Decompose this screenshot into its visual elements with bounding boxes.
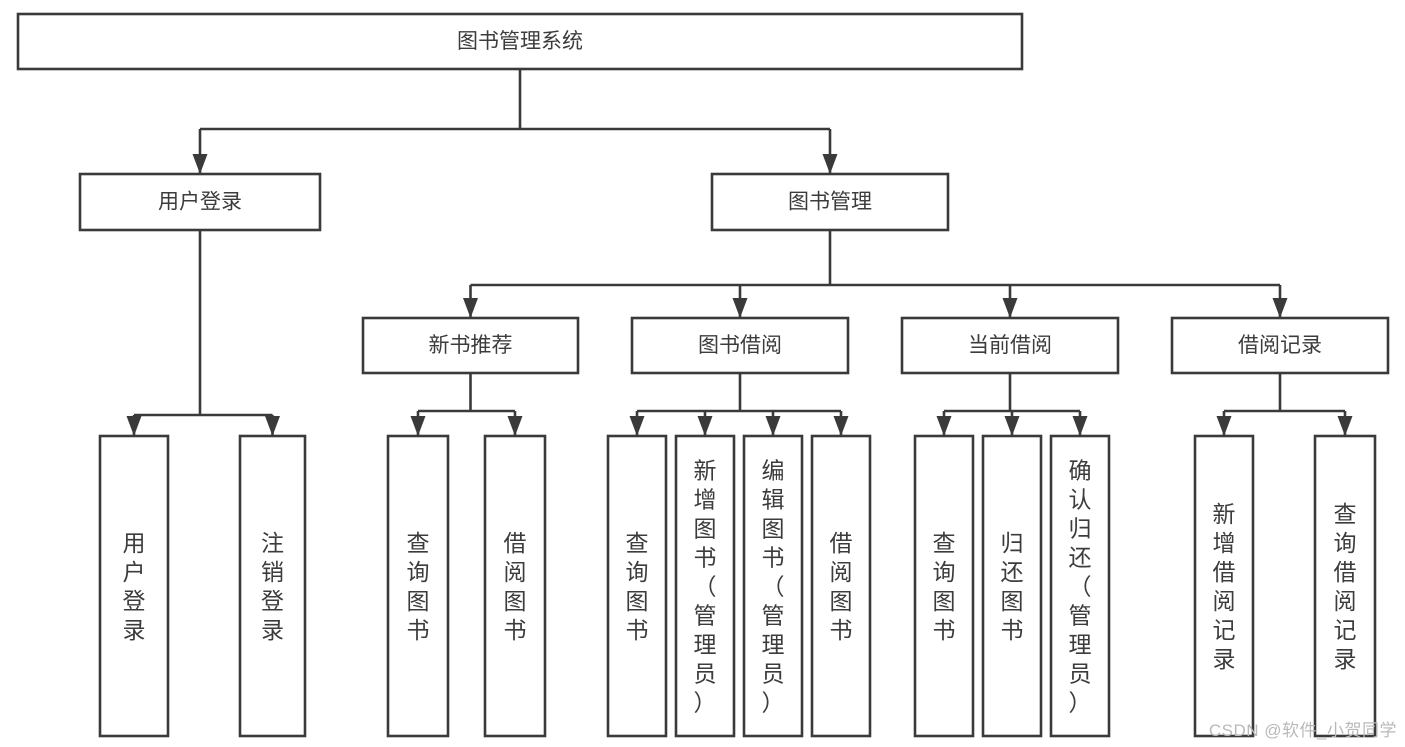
node-leaf-borrow-book-1[interactable]: 借阅图书 — [483, 434, 547, 738]
arrow-head-icon — [1337, 416, 1353, 436]
node-label: 图书管理系统 — [457, 30, 583, 53]
node-label: 当前借阅 — [968, 334, 1052, 357]
arrow-head-icon — [833, 416, 849, 436]
node-box — [1313, 434, 1377, 738]
arrow-head-icon — [822, 154, 838, 174]
node-label: 编辑图书（管理员） — [762, 458, 785, 716]
arrow-head-icon — [1072, 416, 1088, 436]
node-box — [674, 434, 736, 738]
node-book-manage[interactable]: 图书管理 — [710, 172, 950, 232]
node-box — [483, 434, 547, 738]
arrow-head-icon — [1004, 416, 1020, 436]
node-label: 用户登录 — [123, 530, 146, 643]
node-label: 借阅图书 — [830, 530, 853, 643]
arrow-head-icon — [732, 298, 748, 318]
node-box — [1193, 434, 1255, 738]
node-root[interactable]: 图书管理系统 — [16, 12, 1024, 71]
node-box — [742, 434, 804, 738]
arrow-head-icon — [126, 416, 142, 436]
node-borrow-record[interactable]: 借阅记录 — [1170, 316, 1390, 375]
arrow-head-icon — [463, 298, 478, 318]
node-label: 注销登录 — [261, 530, 284, 643]
arrow-head-icon — [1216, 416, 1232, 436]
node-label: 用户登录 — [158, 191, 242, 214]
node-leaf-add-record[interactable]: 新增借阅记录 — [1193, 434, 1255, 738]
node-leaf-confirm-return[interactable]: 确认归还（管理员） — [1049, 434, 1111, 738]
node-box — [810, 434, 872, 738]
arrow-head-icon — [765, 416, 781, 436]
node-label: 借阅图书 — [504, 530, 527, 643]
node-label: 新增借阅记录 — [1213, 501, 1236, 672]
edge-group-root — [192, 69, 838, 174]
edge-group-book-manage — [463, 230, 1288, 318]
node-leaf-query-book-3[interactable]: 查询图书 — [913, 434, 975, 738]
node-current-borrow[interactable]: 当前借阅 — [900, 316, 1120, 375]
node-label: 查询图书 — [933, 530, 956, 643]
node-box — [1049, 434, 1111, 738]
node-leaf-logout[interactable]: 注销登录 — [238, 434, 307, 738]
node-box — [238, 434, 307, 738]
node-user-login[interactable]: 用户登录 — [78, 172, 322, 232]
node-box — [900, 316, 1120, 375]
node-leaf-user-login[interactable]: 用户登录 — [98, 434, 170, 738]
edges-layer — [126, 69, 1353, 436]
node-box — [78, 172, 322, 232]
node-box — [913, 434, 975, 738]
node-box — [98, 434, 170, 738]
arrow-head-icon — [265, 416, 280, 436]
edge-group-new-book-recommend — [410, 373, 523, 436]
edge-group-borrow-record — [1216, 373, 1353, 436]
node-label: 查询借阅记录 — [1334, 501, 1357, 672]
node-box — [386, 434, 450, 738]
arrow-head-icon — [507, 416, 523, 436]
node-label: 查询图书 — [407, 530, 430, 643]
arrow-head-icon — [629, 416, 645, 436]
node-box — [1170, 316, 1390, 375]
arrow-head-icon — [936, 416, 952, 436]
node-box — [981, 434, 1043, 738]
node-label: 查询图书 — [626, 530, 649, 643]
node-label: 新书推荐 — [429, 334, 513, 357]
node-leaf-query-book-1[interactable]: 查询图书 — [386, 434, 450, 738]
node-leaf-add-book[interactable]: 新增图书（管理员） — [674, 434, 736, 738]
watermark: CSDN @软件_小贺同学 — [1208, 721, 1397, 740]
node-label: 借阅记录 — [1238, 334, 1322, 357]
node-label: 图书管理 — [788, 191, 872, 214]
node-leaf-query-book-2[interactable]: 查询图书 — [606, 434, 668, 738]
edge-group-user-login — [126, 230, 280, 436]
node-leaf-return-book[interactable]: 归还图书 — [981, 434, 1043, 738]
node-label: 图书借阅 — [698, 334, 782, 357]
node-leaf-query-record[interactable]: 查询借阅记录 — [1313, 434, 1377, 738]
arrow-head-icon — [410, 416, 426, 436]
node-label: 确认归还（管理员） — [1069, 458, 1092, 716]
node-box — [710, 172, 950, 232]
arrow-head-icon — [697, 416, 713, 436]
arrow-head-icon — [192, 154, 208, 174]
node-box — [361, 316, 580, 375]
arrow-head-icon — [1272, 298, 1288, 318]
node-book-borrow[interactable]: 图书借阅 — [630, 316, 850, 375]
node-label: 归还图书 — [1001, 530, 1024, 643]
nodes-layer: 图书管理系统用户登录图书管理新书推荐图书借阅当前借阅借阅记录用户登录注销登录查询… — [16, 12, 1390, 738]
node-box — [16, 12, 1024, 71]
edge-group-current-borrow — [936, 373, 1088, 436]
arrow-head-icon — [1002, 298, 1018, 318]
node-box — [630, 316, 850, 375]
node-leaf-edit-book[interactable]: 编辑图书（管理员） — [742, 434, 804, 738]
edge-group-book-borrow — [629, 373, 849, 436]
node-new-book-recommend[interactable]: 新书推荐 — [361, 316, 580, 375]
node-box — [606, 434, 668, 738]
node-label: 新增图书（管理员） — [694, 458, 717, 716]
node-leaf-borrow-book-2[interactable]: 借阅图书 — [810, 434, 872, 738]
